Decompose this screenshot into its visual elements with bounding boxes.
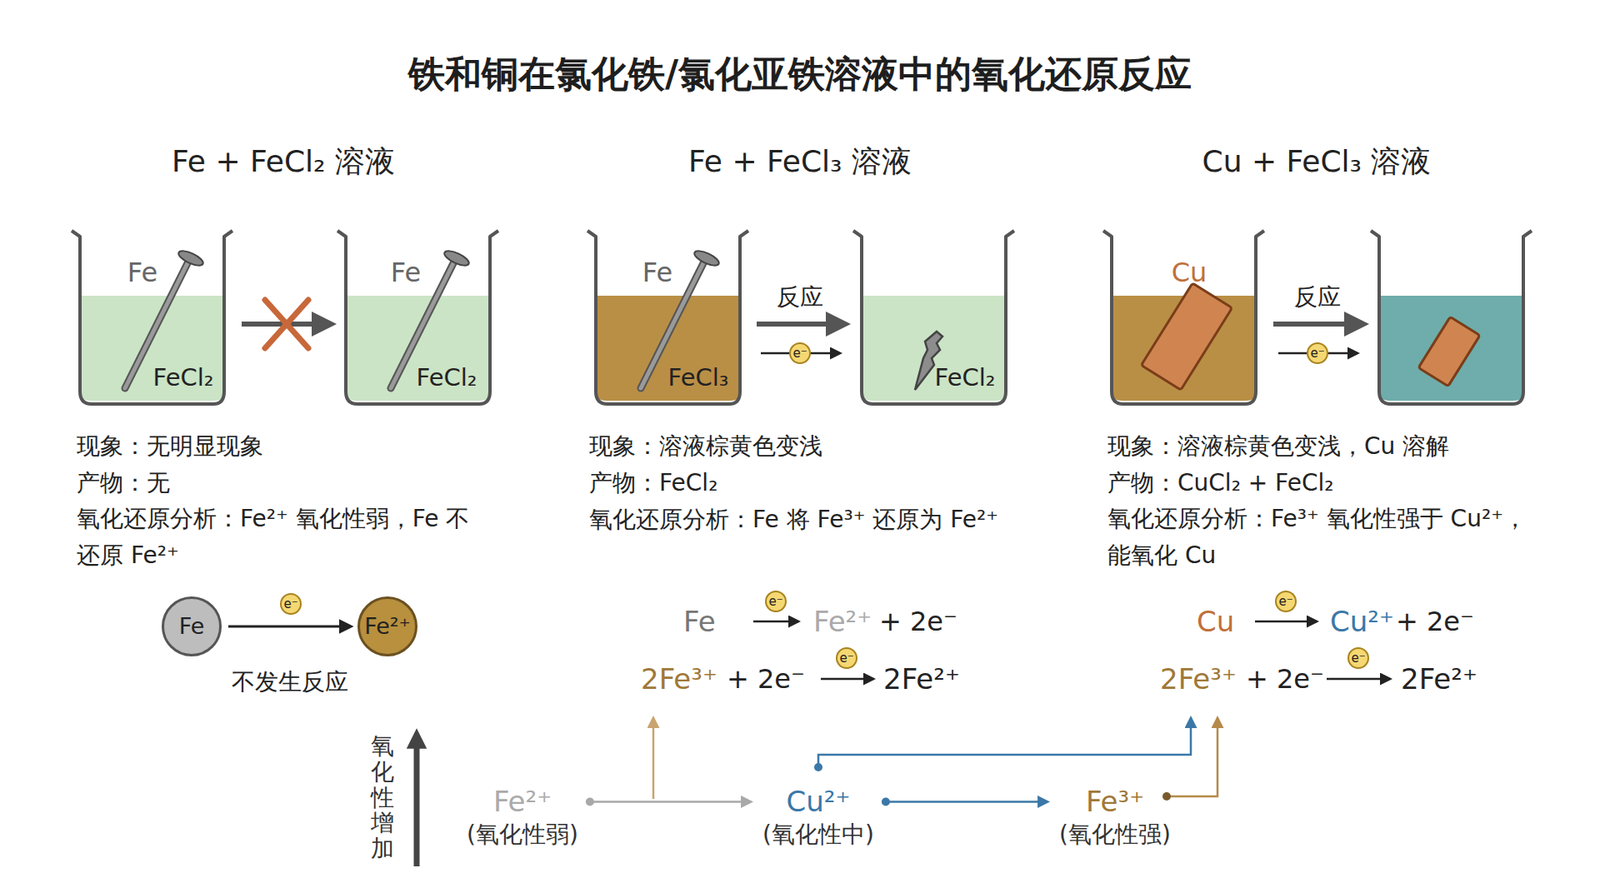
electron-mark: e⁻ [280,593,302,615]
equation-term: 2Fe³⁺ [640,661,718,698]
connector [590,800,751,804]
connector-dot [881,798,890,807]
node-heading: Fe²⁺ [493,784,552,820]
solution-label: FeCl₂ [416,362,478,393]
liquid [80,295,1524,401]
metal-label: Fe [390,255,421,290]
product-note: 产物：无 [76,468,170,498]
node-heading: Cu²⁺ [786,784,851,820]
node-heading: Fe [179,612,205,641]
solution-label: FeCl₂ [935,362,996,393]
column-heading: Fe + FeCl₃ 溶液 [688,142,912,180]
equation-term: + 2e⁻ [1245,662,1325,696]
no-reaction-cross [265,300,309,349]
metal-label: Fe [127,255,158,290]
metal-label: Cu [1171,255,1208,290]
iron-nail [125,248,943,390]
connector [228,625,351,629]
electron-mark: e⁻ [1275,590,1297,613]
ion-node: Fe³⁺(氧化性强) [1054,784,1176,850]
product-note: 产物：FeCl₂ [589,468,718,498]
connector-dot [585,798,595,807]
equation-term: Cu²⁺ [1330,604,1395,640]
arrow-label: 反应 [1294,282,1341,312]
column-heading: Cu + FeCl₃ 溶液 [1202,142,1432,180]
observation-note: 现象：溶液棕黄色变浅 [589,431,823,461]
electron-mark: e⁻ [789,342,811,365]
axis-label: 氧化性增加 [370,734,395,863]
equation-term: + 2e⁻ [1395,605,1475,639]
arrow-label: 反应 [776,282,824,312]
node-heading: Fe²⁺ [364,612,411,641]
connector [885,800,1048,804]
equation-term: 2Fe³⁺ [1160,661,1237,698]
observation-note: 现象：无明显现象 [76,431,264,461]
equation-term: + 2e⁻ [879,605,958,639]
element-circle: Fe²⁺ [357,596,418,657]
ion-node: Fe²⁺(氧化性弱) [461,784,584,850]
electron-mark: e⁻ [835,647,858,670]
electron-mark: e⁻ [1347,647,1370,670]
column-heading: Fe + FeCl₂ 溶液 [171,142,395,180]
title: 铁和铜在氯化铁/氯化亚铁溶液中的氧化还原反应 [408,50,1192,97]
ion-node: Cu²⁺(氧化性中) [757,784,880,850]
analysis-note: 氧化还原分析：Fe 将 Fe³⁺ 还原为 Fe²⁺ [589,505,999,535]
reaction-note: 不发生反应 [231,667,349,697]
increase-arrow [416,736,418,867]
analysis-note: 氧化还原分析：Fe²⁺ 氧化性弱，Fe 不还原 Fe²⁺ [76,500,485,575]
observation-note: 现象：溶液棕黄色变浅，Cu 溶解 [1107,431,1450,461]
electron-mark: e⁻ [1306,342,1329,365]
product-note: 产物：CuCl₂ + FeCl₂ [1107,468,1334,498]
solution-label: FeCl₂ [153,362,215,393]
node-note: (氧化性中) [762,820,875,850]
electron-mark: e⁻ [765,590,787,613]
element-circle: Fe [161,596,222,657]
equation-term: 2Fe²⁺ [883,661,960,698]
node-note: (氧化性强) [1059,820,1171,850]
equation-term: Fe²⁺ [813,604,872,640]
metal-label: Fe [642,255,673,290]
equation-term: Fe [683,604,716,640]
equation-term: + 2e⁻ [726,662,805,696]
node-heading: Fe³⁺ [1085,784,1145,820]
analysis-note: 氧化还原分析：Fe³⁺ 氧化性强于 Cu²⁺，能氧化 Cu [1107,500,1533,575]
beaker [71,230,1532,405]
reaction-arrow [241,321,1365,327]
equation-term: 2Fe²⁺ [1400,661,1478,698]
node-note: (氧化性弱) [466,820,579,850]
equation-term: Cu [1196,604,1235,640]
solution-label: FeCl₃ [668,362,730,393]
